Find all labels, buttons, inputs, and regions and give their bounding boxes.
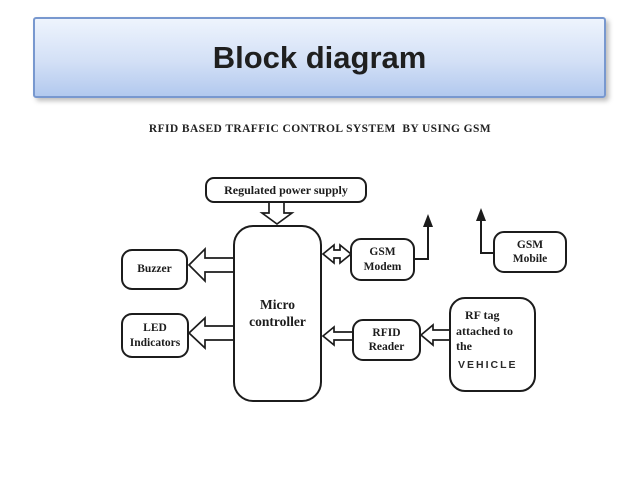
gsm-modem-antenna — [415, 214, 433, 260]
vehicle-label: VEHICLE — [458, 358, 518, 371]
box-buzzer: Buzzer — [121, 249, 188, 290]
micro-controller-label: Micro controller — [249, 296, 306, 329]
buzzer-label: Buzzer — [137, 263, 172, 276]
arrow-micro-to-buzzer — [187, 246, 237, 284]
rfid-reader-label: RFID Reader — [368, 326, 405, 353]
arrow-rfid-to-micro — [321, 325, 355, 347]
slide-title-box: Block diagram — [33, 17, 606, 98]
rf-tag-label: RF tag attached to the — [456, 308, 513, 354]
box-gsm-modem: GSM Modem — [350, 238, 415, 281]
gsm-mobile-antenna — [476, 208, 494, 254]
gsm-modem-label: GSM Modem — [363, 246, 402, 273]
diagram-title: RFID BASED TRAFFIC CONTROL SYSTEM BY USI… — [148, 123, 492, 135]
led-indicators-label: LED Indicators — [129, 322, 181, 349]
box-regulated-power-supply: Regulated power supply — [205, 177, 367, 203]
box-rfid-reader: RFID Reader — [352, 319, 421, 361]
regulated-power-supply-label: Regulated power supply — [224, 182, 348, 197]
box-micro-controller: Micro controller — [233, 225, 322, 402]
arrow-power-to-microcontroller — [259, 200, 295, 226]
arrow-micro-to-led — [187, 316, 237, 350]
slide-title: Block diagram — [212, 39, 427, 75]
arrow-rftag-to-rfid — [419, 323, 453, 347]
box-rf-tag-vehicle: RF tag attached to the VEHICLE — [449, 297, 536, 392]
box-gsm-mobile: GSM Mobile — [493, 231, 567, 273]
box-led-indicators: LED Indicators — [121, 313, 189, 358]
gsm-mobile-label: GSM Mobile — [512, 238, 548, 265]
arrow-micro-gsm-modem-bidirectional — [321, 243, 353, 265]
